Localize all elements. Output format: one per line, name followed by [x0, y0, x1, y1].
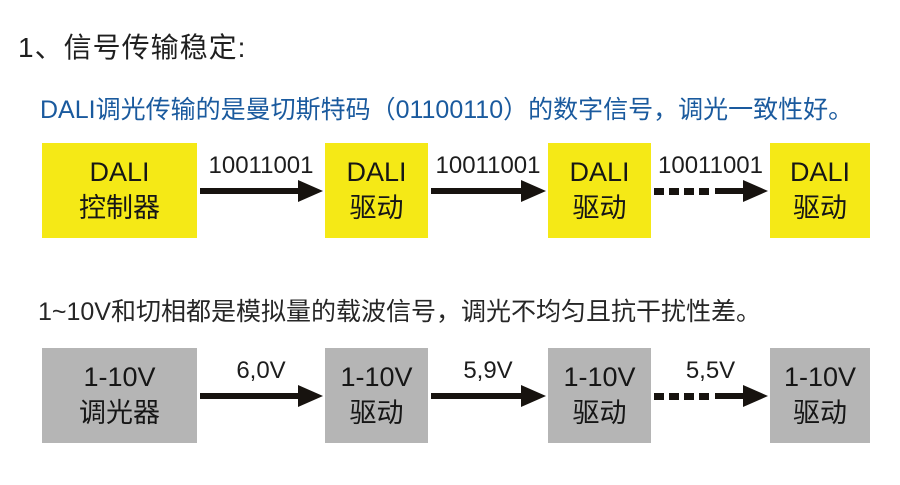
node-line1: 1-10V [340, 361, 413, 392]
dashed-arrow-icon [654, 385, 768, 407]
arrow-label: 6,0V [236, 357, 286, 384]
dashed-arrow-icon [654, 180, 768, 202]
analog-driver-box-1: 1-10V 驱动 [325, 348, 428, 443]
dali-flow-diagram: DALI 控制器 10011001 DALI 驱动 10011001 DALI … [0, 143, 900, 238]
dali-driver-box-2: DALI 驱动 [548, 143, 651, 238]
analog-description: 1~10V和切相都是模拟量的载波信号，调光不均匀且抗干扰性差。 [38, 298, 761, 326]
solid-arrow-icon [200, 385, 323, 407]
arrow-label: 10011001 [435, 152, 541, 179]
node-line2: 驱动 [572, 397, 627, 428]
node-line2: 驱动 [572, 192, 627, 223]
analog-driver-box-3: 1-10V 驱动 [770, 348, 870, 443]
node-line2: 控制器 [79, 192, 160, 223]
node-line2: 驱动 [349, 397, 404, 428]
dali-driver-box-1: DALI 驱动 [325, 143, 428, 238]
dali-driver-box-3: DALI 驱动 [770, 143, 870, 238]
page-title: 1、信号传输稳定: [18, 32, 247, 63]
arrow-label: 5,9V [463, 357, 513, 384]
arrow-label: 10011001 [208, 152, 314, 179]
analog-arrow-1: 6,0V [197, 348, 325, 443]
node-line1: 1-10V [83, 361, 156, 392]
node-line2: 驱动 [793, 192, 847, 223]
node-line1: DALI [569, 156, 630, 187]
dali-controller-box: DALI 控制器 [42, 143, 197, 238]
dali-arrow-3: 10011001 [651, 143, 770, 238]
analog-flow-diagram: 1-10V 调光器 6,0V 1-10V 驱动 5,9V 1-10V 驱动 5,… [0, 348, 900, 443]
arrow-label: 5,5V [685, 357, 736, 384]
node-line1: DALI [89, 156, 150, 187]
dali-description: DALI调光传输的是曼切斯特码（01100110）的数字信号，调光一致性好。 [40, 96, 854, 124]
node-line2: 驱动 [349, 192, 404, 223]
solid-arrow-icon [431, 385, 546, 407]
solid-arrow-icon [431, 180, 546, 202]
node-line1: 1-10V [563, 361, 636, 392]
analog-dimmer-box: 1-10V 调光器 [42, 348, 197, 443]
node-line1: DALI [789, 156, 851, 187]
node-line1: 1-10V [783, 361, 857, 392]
dali-arrow-2: 10011001 [428, 143, 548, 238]
analog-arrow-3: 5,5V [651, 348, 770, 443]
node-line2: 调光器 [79, 397, 160, 428]
node-line2: 驱动 [793, 397, 847, 428]
analog-driver-box-2: 1-10V 驱动 [548, 348, 651, 443]
analog-arrow-2: 5,9V [428, 348, 548, 443]
node-line1: DALI [346, 156, 407, 187]
dali-arrow-1: 10011001 [197, 143, 325, 238]
arrow-label: 10011001 [658, 152, 763, 179]
solid-arrow-icon [200, 180, 323, 202]
